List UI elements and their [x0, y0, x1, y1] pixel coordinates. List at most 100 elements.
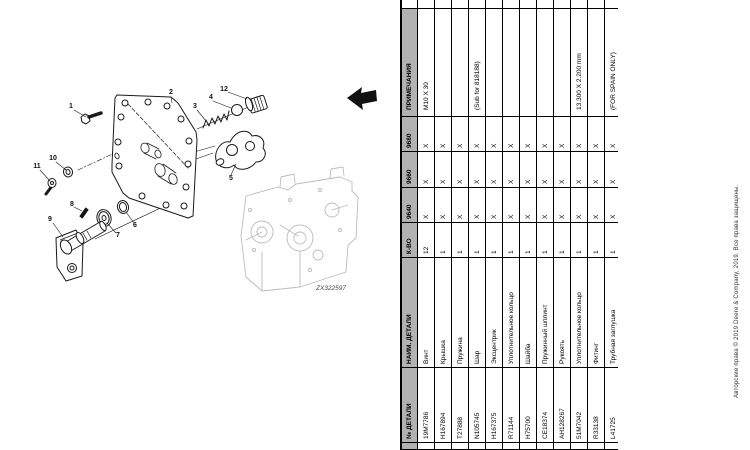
- header-model-9660: 9660: [401, 151, 418, 188]
- oring-part-6: [116, 200, 130, 214]
- parts-table-rotated: № ДЕТАЛИ НАИМ. ДЕТАЛИ К-ВО 9640 9660 968…: [400, 0, 618, 450]
- callout-5: 5: [229, 175, 233, 182]
- callout-9: 9: [48, 216, 52, 223]
- cell-m9640: X: [604, 187, 618, 223]
- cell-m9660: X: [417, 151, 435, 188]
- callout-2: 2: [169, 89, 173, 96]
- cell-remarks: 13.300 X 2.200 mm: [570, 8, 588, 117]
- table-header-row: № ДЕТАЛИ НАИМ. ДЕТАЛИ К-ВО 9640 9660 968…: [401, 0, 418, 450]
- cell-m9680: X: [587, 116, 605, 152]
- cell-remarks: [502, 8, 520, 117]
- cell-m9640: X: [502, 187, 520, 223]
- cell-name: Винт: [417, 257, 435, 368]
- cover-plate: [111, 94, 198, 219]
- ghost-housing: [240, 166, 359, 292]
- cell-qty: 1: [604, 222, 618, 258]
- cell-m9680: X: [536, 116, 554, 152]
- cell-partial-left: [519, 442, 537, 450]
- cell-part_no: L41725: [604, 367, 618, 443]
- callout-6: 6: [133, 222, 137, 229]
- cell-partial-left: [434, 442, 452, 450]
- oring-part-10: [62, 166, 74, 178]
- cell-m9640: X: [434, 187, 452, 223]
- cell-name: Пружина: [451, 257, 469, 368]
- cell-partial-left: [502, 442, 520, 450]
- cell-remarks: [434, 8, 452, 117]
- cell-remarks: [587, 8, 605, 117]
- cell-partial-left: [553, 442, 571, 450]
- cell-name: Эксцентрик: [485, 257, 503, 368]
- cell-m9660: X: [553, 151, 571, 188]
- cell-part_no: T27888: [451, 367, 469, 443]
- cell-name: Шар: [468, 257, 486, 368]
- cell-m9660: X: [451, 151, 469, 188]
- cell-partial-right: [553, 0, 571, 9]
- header-partial-right: [401, 0, 418, 9]
- cell-m9680: X: [570, 116, 588, 152]
- ball-part-4: [231, 104, 243, 116]
- cell-remarks: [519, 8, 537, 117]
- cell-name: Рукоять: [553, 257, 571, 368]
- cell-m9680: X: [604, 116, 618, 152]
- cell-partial-left: [485, 442, 503, 450]
- cell-name: Крышка: [434, 257, 452, 368]
- cell-m9640: X: [451, 187, 469, 223]
- cell-part_no: H167894: [434, 367, 452, 443]
- cell-m9660: X: [570, 151, 588, 188]
- cell-m9640: X: [468, 187, 486, 223]
- cell-remarks: M10 X 30: [417, 8, 435, 117]
- cell-m9680: X: [417, 116, 435, 152]
- cell-partial-right: [502, 0, 520, 9]
- cell-partial-left: [536, 442, 554, 450]
- cell-m9640: X: [417, 187, 435, 223]
- cell-m9680: X: [519, 116, 537, 152]
- callout-1: 1: [69, 103, 73, 110]
- cell-part_no: N105745: [468, 367, 486, 443]
- cell-partial-left: [468, 442, 486, 450]
- cell-partial-left: [587, 442, 605, 450]
- header-model-9680: 9680: [401, 116, 418, 152]
- cell-remarks: (Sub for 818188): [468, 8, 486, 117]
- screw-part-1: [80, 111, 103, 125]
- cell-m9660: X: [536, 151, 554, 188]
- cell-qty: 12: [417, 222, 435, 258]
- cell-m9660: X: [502, 151, 520, 188]
- cell-partial-right: [587, 0, 605, 9]
- cell-name: Шайба: [519, 257, 537, 368]
- callout-8: 8: [70, 201, 74, 208]
- cell-partial-right: [417, 0, 435, 9]
- cell-partial-right: [468, 0, 486, 9]
- callout-12: 12: [220, 86, 228, 93]
- cell-m9680: X: [434, 116, 452, 152]
- cell-m9680: X: [553, 116, 571, 152]
- cell-remarks: [485, 8, 503, 117]
- cell-remarks: [553, 8, 571, 117]
- cell-part_no: AH128267: [553, 367, 571, 443]
- cell-m9640: X: [570, 187, 588, 223]
- plug-part-12: [244, 94, 268, 114]
- cell-qty: 1: [468, 222, 486, 258]
- cell-part_no: 19M7786: [417, 367, 435, 443]
- header-qty: К-ВО: [401, 222, 418, 258]
- cell-m9680: X: [485, 116, 503, 152]
- cell-partial-right: [485, 0, 503, 9]
- header-model-9640: 9640: [401, 187, 418, 223]
- eccentric-part-5: [215, 130, 266, 170]
- cell-part_no: H167375: [485, 367, 503, 443]
- header-part-no: № ДЕТАЛИ: [401, 367, 418, 443]
- callout-leader-lines: [39, 91, 248, 238]
- cell-part_no: 51M7042: [570, 367, 588, 443]
- copyright-text: Авторские права © 2019 Deere & Company, …: [734, 184, 740, 398]
- cell-remarks: [536, 8, 554, 117]
